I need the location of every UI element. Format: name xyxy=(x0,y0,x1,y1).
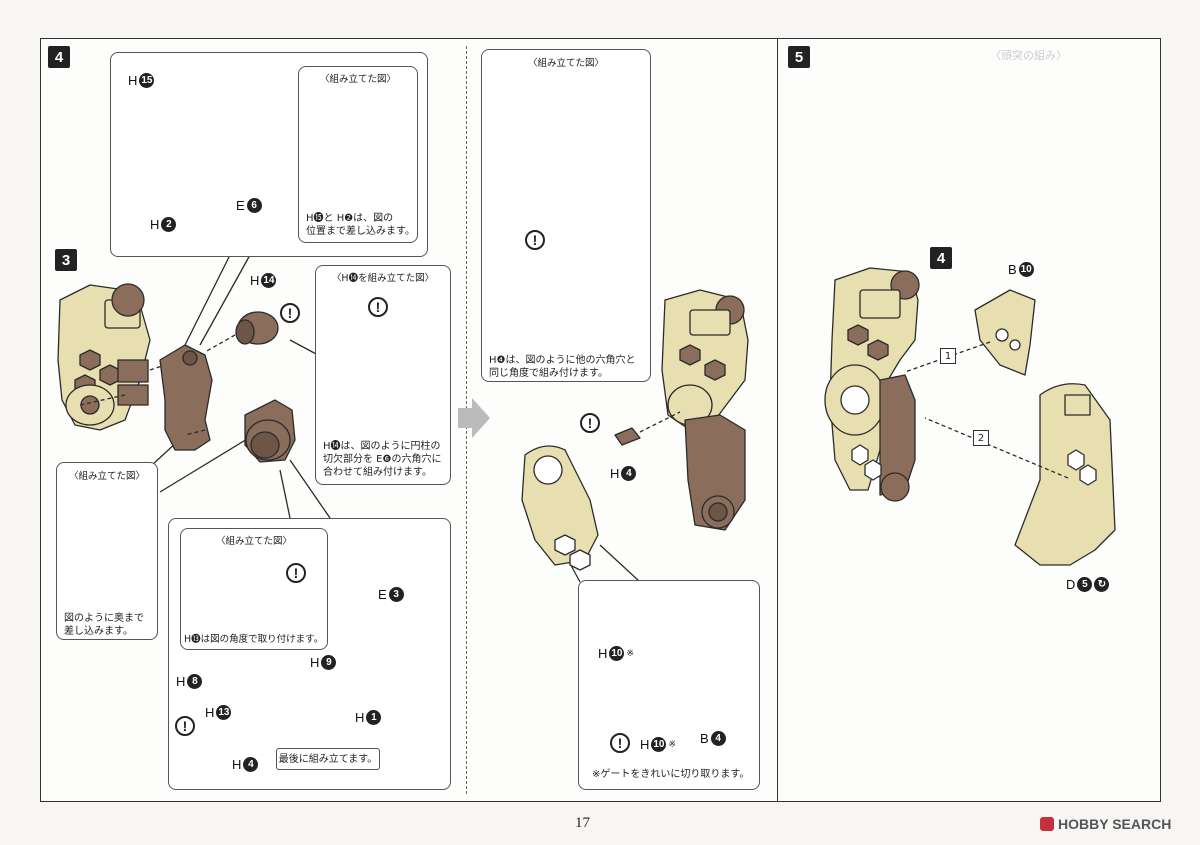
panel-c-title: 〈組み立てた図〉 xyxy=(68,471,145,482)
section-divider xyxy=(777,38,778,802)
flow-arrow xyxy=(458,398,490,438)
substep-3-badge: 3 xyxy=(55,249,77,271)
panel-d-caption: H⓭は図の角度で取り付けます。 xyxy=(184,634,324,645)
callout-line xyxy=(289,339,319,356)
panel-c-frame xyxy=(56,462,158,640)
panel-d-inner-box xyxy=(180,528,328,650)
step-4-badge: 4 xyxy=(48,46,70,68)
part-elbow-module xyxy=(244,399,296,463)
panel-e-title: 〈組み立てた図〉 xyxy=(527,58,604,69)
panel-e-caption-2: 同じ角度で組み付けます。 xyxy=(489,368,608,379)
bleed-through-text: 〈頭突の組み〉 xyxy=(990,49,1067,62)
callout-line xyxy=(599,544,641,583)
warning-icon: ! xyxy=(580,413,600,433)
part-d5 xyxy=(1014,383,1116,566)
callout-2: 2 xyxy=(973,430,989,446)
warning-icon: ! xyxy=(280,303,300,323)
part-h4-pin xyxy=(614,427,641,446)
page-number: 17 xyxy=(575,815,590,831)
panel-f-caption: ※ゲートをきれいに切り取ります。 xyxy=(592,769,750,780)
panel-b-title: 〈H⓮を組み立てた図〉 xyxy=(331,273,435,284)
callout-line xyxy=(184,254,231,346)
panel-b-caption-2: 切欠部分を E❻の六角穴に xyxy=(323,454,442,465)
callout-1: 1 xyxy=(940,348,956,364)
part-e6-mid xyxy=(159,344,213,451)
part-b10 xyxy=(974,289,1036,376)
warning-icon: ! xyxy=(525,230,545,250)
final-note: 最後に組み立てます。 xyxy=(278,754,378,765)
step-5-badge: 5 xyxy=(788,46,810,68)
panel-a-caption-2: 位置まで差し込みます。 xyxy=(306,226,415,237)
callout-line xyxy=(289,459,331,519)
panel-a-inner-box xyxy=(298,66,418,243)
callout-line xyxy=(279,469,291,519)
panel-e-caption-1: H❹は、図のように他の六角穴と xyxy=(489,355,636,366)
panel-f-frame xyxy=(578,580,760,790)
warning-icon: ! xyxy=(286,563,306,583)
rotate-icon: ↻ xyxy=(1094,577,1110,592)
forearm-cover xyxy=(521,445,599,571)
panel-b-caption-3: 合わせて組み付けます。 xyxy=(323,467,432,478)
panel-a-caption-1: H⓯と H❷は、図の xyxy=(306,213,394,224)
panel-b-caption-1: H⓮は、図のように円柱の xyxy=(323,441,441,452)
panel-c-caption-1: 図のように奥まで xyxy=(64,613,144,624)
step5-arm-assembly xyxy=(824,267,920,502)
substep-4-badge: 4 xyxy=(930,247,952,269)
part-h14 xyxy=(235,311,279,345)
warning-icon: ! xyxy=(368,297,388,317)
assembled-arm-mid xyxy=(661,289,749,531)
panel-a-title: 〈組み立てた図〉 xyxy=(319,74,396,85)
arm-assembly-3 xyxy=(57,283,151,431)
callout-line xyxy=(199,254,251,346)
panel-c-caption-2: 差し込みます。 xyxy=(64,626,133,637)
warning-icon: ! xyxy=(175,716,195,736)
panel-d-title: 〈組み立てた図〉 xyxy=(215,536,292,547)
brand-logo-icon xyxy=(1040,817,1054,831)
brand-watermark: HOBBY SEARCH xyxy=(1040,816,1171,832)
warning-icon: ! xyxy=(610,733,630,753)
final-note-box xyxy=(276,748,380,770)
panel-e-frame xyxy=(481,49,651,382)
